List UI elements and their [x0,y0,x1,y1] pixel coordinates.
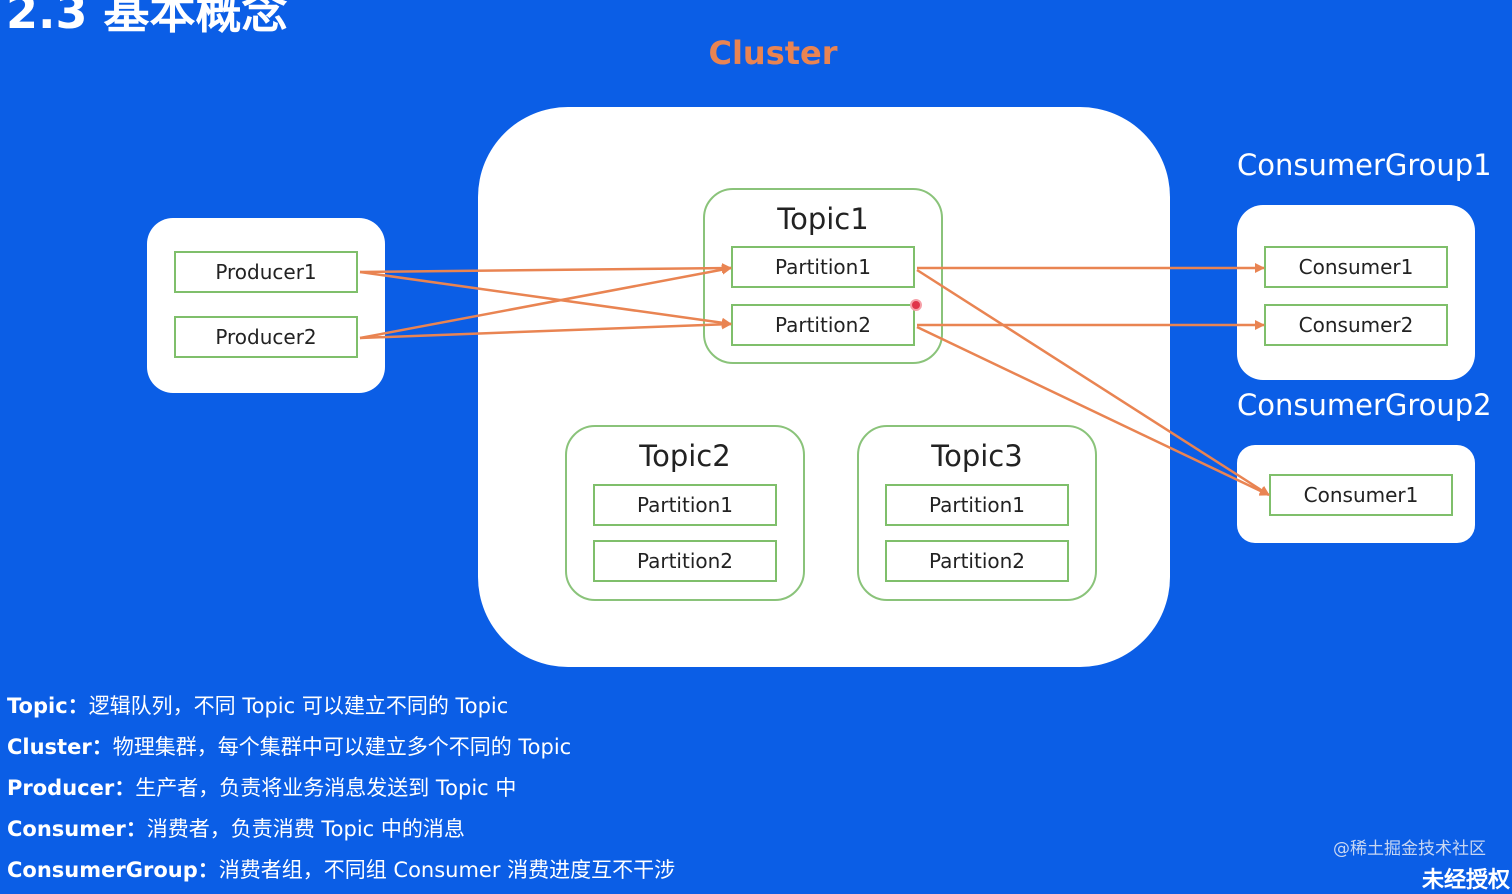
partition-box: Partition1 [885,484,1069,526]
corner-text: 未经授权 [1422,868,1511,893]
description-term: Consumer： [7,817,147,841]
partition-box: Partition2 [731,304,915,346]
consumer-group-label: ConsumerGroup2 [1237,388,1492,422]
producer-panel [147,218,385,393]
description-text: 生产者，负责将业务消息发送到 Topic 中 [135,776,517,800]
description-line: Producer：生产者，负责将业务消息发送到 Topic 中 [7,772,516,802]
consumer-box: Consumer1 [1264,246,1448,288]
description-term: Producer： [7,776,136,800]
partition-box: Partition2 [593,540,777,582]
cluster-label: Cluster [708,34,838,72]
producer-box: Producer1 [174,251,358,293]
consumer-group-label: ConsumerGroup1 [1237,148,1492,182]
description-text: 逻辑队列，不同 Topic 可以建立不同的 Topic [88,694,509,718]
arrow-producer2-partition1 [359,264,732,340]
topic-title: Topic3 [931,439,1023,473]
arrow-partition2-group2-consumer1 [916,325,1270,497]
arrow-producer1-partition2 [359,270,732,328]
description-line: Cluster：物理集群，每个集群中可以建立多个不同的 Topic [7,731,571,761]
description-term: Cluster： [7,735,113,759]
description-term: Topic： [7,694,89,718]
arrow-producer2-partition2 [359,319,732,340]
watermark: @稀土掘金技术社区 [1333,839,1486,859]
description-text: 消费者，负责消费 Topic 中的消息 [146,817,465,841]
pointer-dot [910,299,922,311]
partition-box: Partition2 [885,540,1069,582]
description-term: ConsumerGroup： [7,858,219,882]
consumer-group-panel [1237,205,1475,380]
consumer-box: Consumer1 [1269,474,1453,516]
partition-box: Partition1 [731,246,915,288]
slide-heading: 2.3 基本概念 [6,0,288,39]
arrow-producer1-partition1 [359,263,732,274]
topic-title: Topic1 [777,202,869,236]
description-line: Consumer：消费者，负责消费 Topic 中的消息 [7,813,465,843]
description-line: ConsumerGroup：消费者组，不同组 Consumer 消费进度互不干涉 [7,854,675,884]
partition-box: Partition1 [593,484,777,526]
arrow-partition1-group2-consumer1 [916,268,1270,497]
description-text: 消费者组，不同组 Consumer 消费进度互不干涉 [218,858,676,882]
description-text: 物理集群，每个集群中可以建立多个不同的 Topic [112,735,572,759]
consumer-box: Consumer2 [1264,304,1448,346]
producer-box: Producer2 [174,316,358,358]
description-line: Topic：逻辑队列，不同 Topic 可以建立不同的 Topic [7,690,508,720]
topic-title: Topic2 [639,439,731,473]
